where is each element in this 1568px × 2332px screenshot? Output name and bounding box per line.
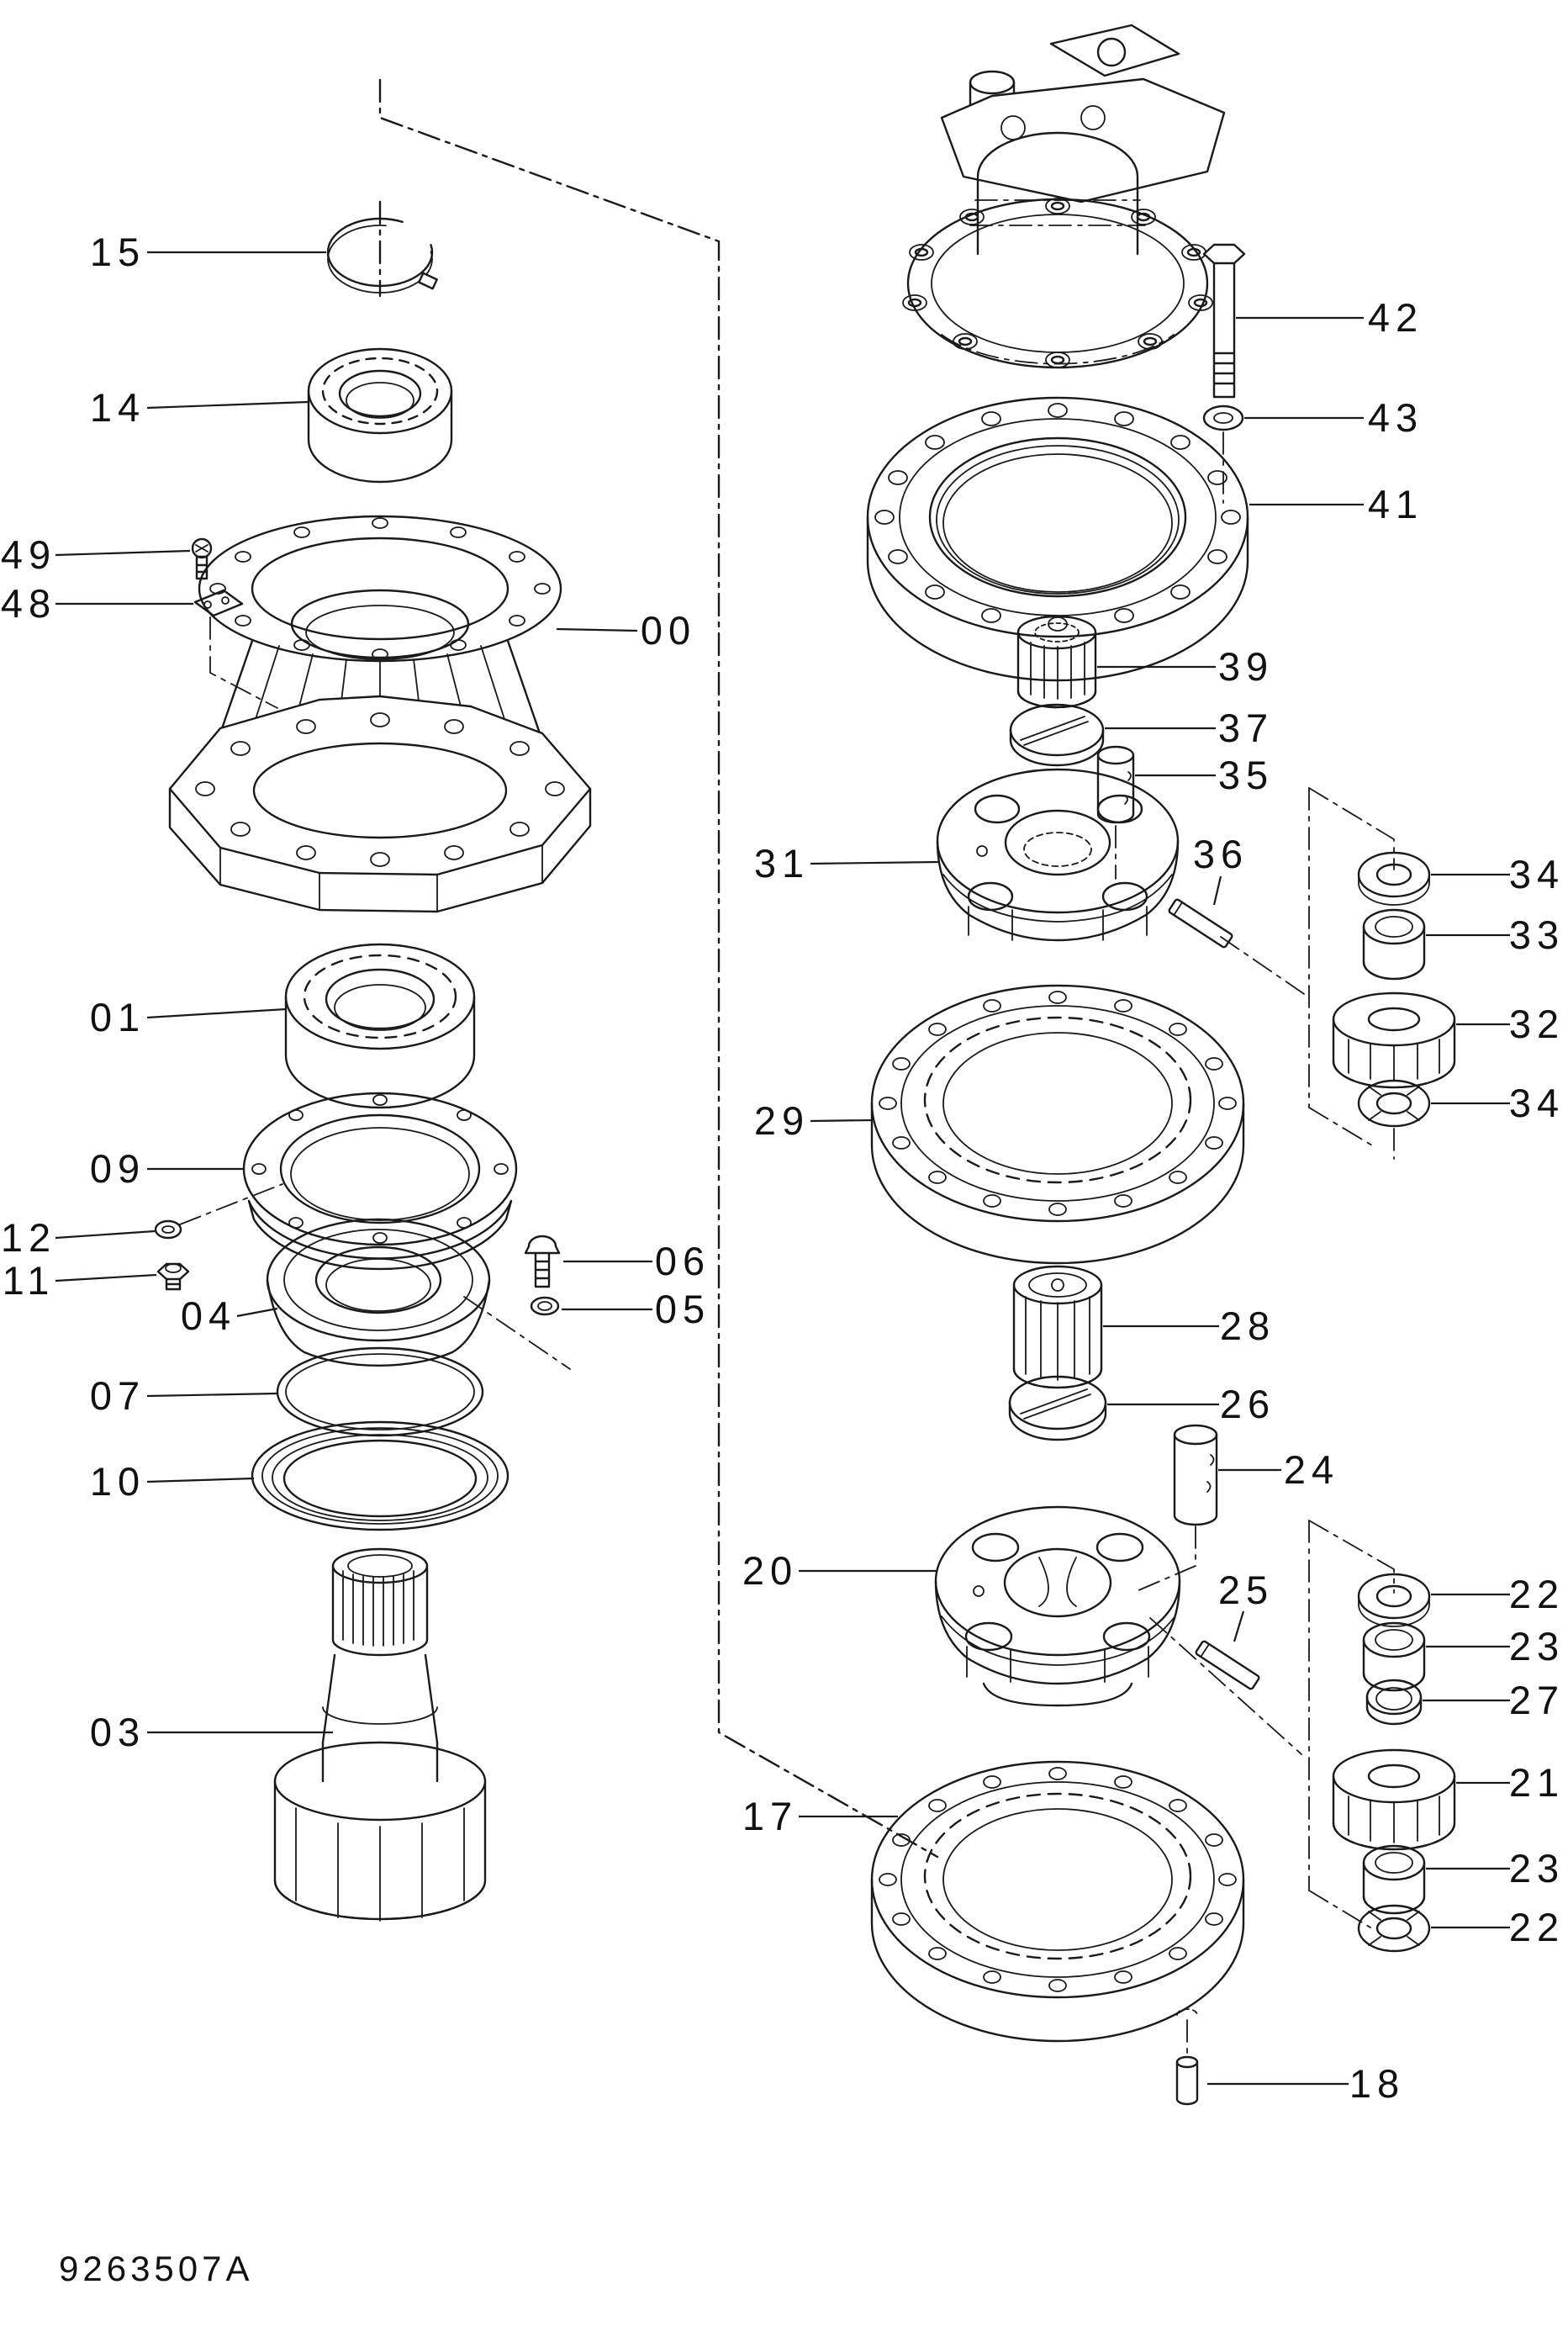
housing-top-flange-holes [209, 517, 551, 660]
callout-14: 14 [90, 385, 145, 430]
ring-gear-29 [870, 984, 1245, 1265]
roll-pin-36 [1168, 898, 1310, 998]
callout-41: 41 [1368, 482, 1423, 526]
needle-bearing-33 [1362, 908, 1426, 981]
callout-23b: 23 [1509, 1846, 1565, 1890]
washer-05 [530, 1296, 560, 1316]
thrust-washer-22-upper [1357, 1573, 1431, 1627]
leader-lines [55, 251, 1510, 2086]
callout-10: 10 [90, 1459, 145, 1504]
ring-gear-17 [870, 1760, 1245, 2043]
needle-bearing-23-upper [1362, 1621, 1426, 1692]
bearing-cover-09 [242, 1092, 518, 1271]
callout-36: 36 [1193, 832, 1249, 876]
motor-flange-bosses [902, 198, 1213, 368]
callout-27: 27 [1509, 1678, 1565, 1722]
callout-24: 24 [1284, 1447, 1339, 1492]
bolt-06 [524, 1235, 561, 1288]
callout-00: 00 [641, 608, 696, 653]
bolt-42 [1202, 243, 1246, 399]
carrier-20 [934, 1505, 1181, 1707]
ring-17-holes [879, 1767, 1237, 1992]
callout-43: 43 [1368, 395, 1423, 440]
sub-assembly-bracket-upper [1308, 787, 1395, 1146]
callout-23a: 23 [1509, 1624, 1565, 1668]
callout-34b: 34 [1509, 1081, 1565, 1125]
cover-holes [251, 1094, 509, 1244]
ring-29-holes [879, 991, 1237, 1216]
housing-base-holes [195, 712, 565, 867]
callout-06: 06 [655, 1239, 710, 1283]
seal-10 [251, 1420, 509, 1531]
swing-motor [902, 24, 1226, 369]
callout-39: 39 [1218, 644, 1274, 689]
callout-49: 49 [1, 532, 56, 577]
washer-43 [1202, 405, 1244, 504]
callout-33: 33 [1509, 912, 1565, 957]
callout-11: 11 [3, 1258, 55, 1303]
bearing-14 [307, 347, 453, 484]
planet-gear-21 [1332, 1748, 1456, 1851]
callout-07: 07 [90, 1373, 145, 1418]
bolt-11 [156, 1262, 190, 1291]
callout-29: 29 [754, 1098, 810, 1143]
callout-28: 28 [1220, 1303, 1275, 1348]
shaft-splines [342, 1570, 414, 1647]
callout-09: 09 [90, 1146, 145, 1191]
callout-31: 31 [754, 841, 810, 886]
callout-05: 05 [655, 1287, 710, 1331]
callout-21: 21 [1509, 1760, 1565, 1805]
boundary-lines [378, 78, 939, 1859]
callout-48: 48 [1, 581, 56, 626]
thrust-washer-34-upper [1357, 851, 1431, 906]
callout-20: 20 [742, 1548, 798, 1593]
seal-ring-27 [1365, 1679, 1423, 1726]
carrier-31 [936, 768, 1180, 942]
thrust-plate-37 [1009, 703, 1105, 767]
callout-25: 25 [1218, 1568, 1274, 1612]
callout-17: 17 [742, 1794, 798, 1838]
bearing-01 [284, 943, 476, 1109]
callout-15: 15 [90, 230, 145, 274]
sun-gear-28 [1012, 1265, 1103, 1389]
sub-assembly-bracket-lower [1308, 1520, 1395, 1928]
thrust-washer-22-lower [1357, 1904, 1431, 1953]
callout-37: 37 [1218, 706, 1274, 750]
callout-03: 03 [90, 1710, 145, 1754]
ring-41-holes [874, 403, 1241, 632]
o-ring-07 [276, 1346, 484, 1437]
callout-01: 01 [90, 995, 145, 1039]
thrust-washer-34-lower [1357, 1079, 1431, 1160]
planet-gear-32 [1332, 991, 1456, 1089]
washer-12 [154, 1183, 283, 1240]
screw-49 [191, 537, 213, 580]
pin-24 [1136, 1424, 1218, 1592]
snap-ring-15 [326, 217, 438, 293]
needle-bearing-23-lower [1362, 1844, 1426, 1915]
callout-32: 32 [1509, 1002, 1565, 1046]
callout-labels: 15 14 49 48 00 01 09 12 11 04 06 05 07 1… [1, 230, 1565, 2106]
drawing-number: 9263507A [59, 2249, 254, 2288]
callout-26: 26 [1220, 1382, 1275, 1426]
callout-18: 18 [1349, 2061, 1405, 2106]
callout-12: 12 [1, 1215, 56, 1260]
callout-22b: 22 [1509, 1905, 1565, 1949]
seal-retainer-04 [266, 1218, 571, 1370]
callout-34a: 34 [1509, 852, 1565, 896]
callout-22a: 22 [1509, 1572, 1565, 1616]
callout-42: 42 [1368, 295, 1423, 340]
callout-04: 04 [181, 1293, 236, 1338]
sun-gear-39 [1016, 615, 1097, 709]
housing-00 [168, 515, 592, 913]
pin-18 [1175, 2008, 1199, 2106]
shaft-03 [273, 1547, 487, 1922]
thrust-plate-26 [1008, 1375, 1107, 1441]
ring-gear-41 [866, 396, 1249, 682]
callout-35: 35 [1218, 753, 1274, 797]
roll-pin-25 [1149, 1617, 1302, 1755]
